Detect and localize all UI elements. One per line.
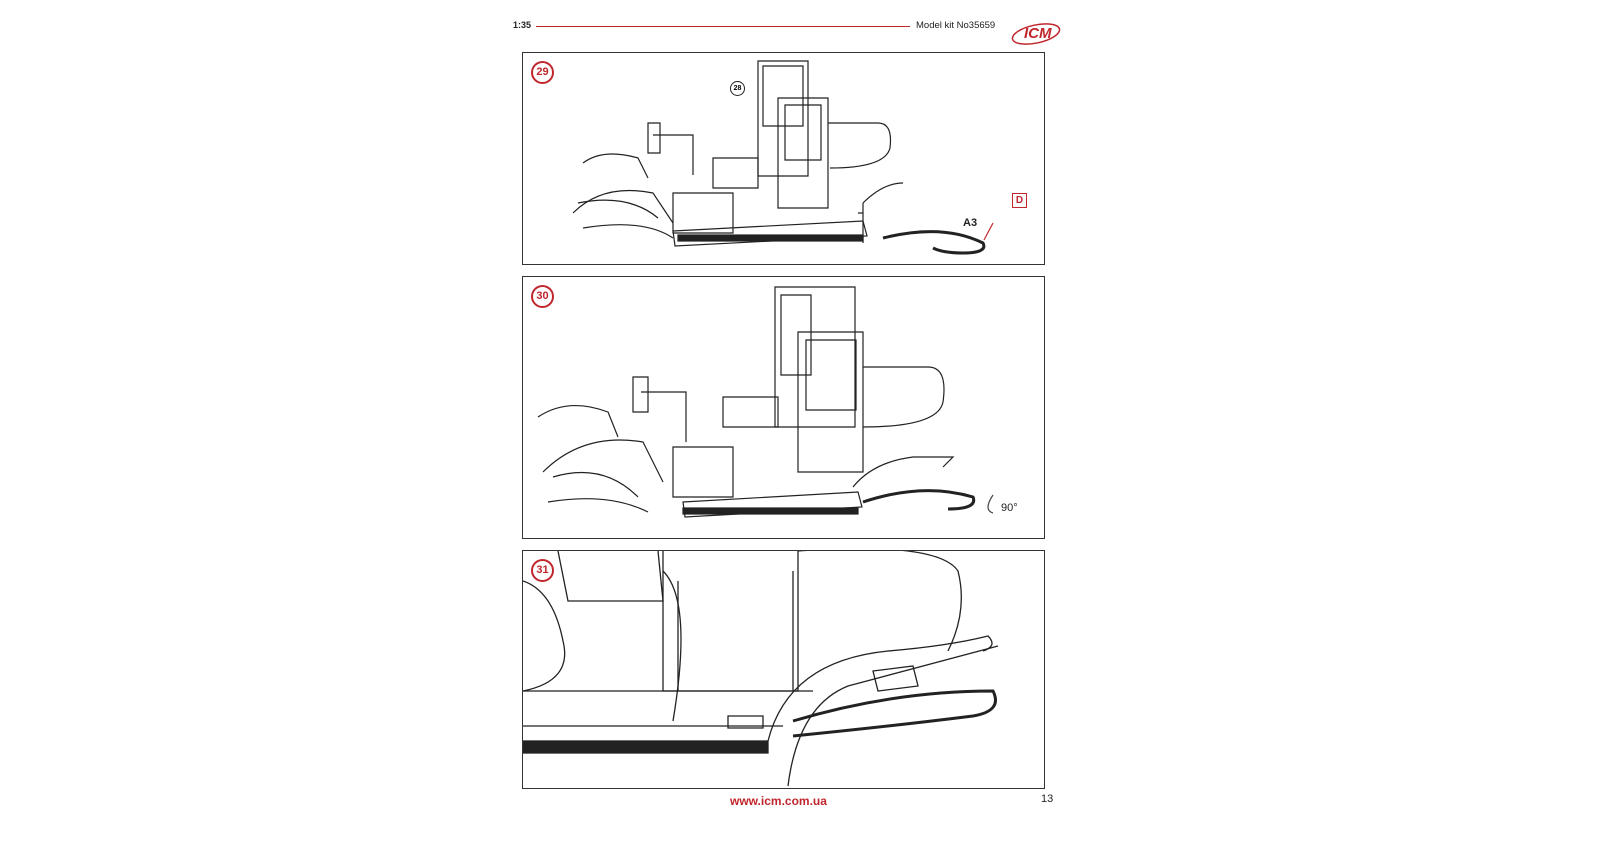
step-31-panel: 31: [522, 550, 1045, 789]
callout-d: D: [1012, 193, 1027, 208]
website-link[interactable]: www.icm.com.ua: [730, 794, 827, 808]
car-assembly-drawing: [572, 60, 994, 255]
model-kit-number: Model kit No35659: [916, 20, 996, 31]
step-number: 29: [531, 61, 554, 84]
reference-step: 28: [730, 81, 745, 96]
step-number: 30: [531, 285, 554, 308]
svg-text:ICM: ICM: [1024, 25, 1052, 42]
step-29-panel: 29 28 A3 D: [522, 52, 1045, 265]
car-assembly-drawing: [537, 286, 994, 518]
step-number: 31: [531, 559, 554, 582]
page-number: 13: [1041, 793, 1054, 805]
part-label-a3: A3: [963, 217, 978, 229]
rotation-label: 90°: [1001, 502, 1018, 514]
car-assembly-detail-drawing: [523, 551, 999, 787]
scale-label: 1:35: [513, 20, 532, 30]
step-30-panel: 30 90°: [522, 276, 1045, 539]
header-rule: [536, 26, 910, 27]
icm-logo: ICM: [1011, 23, 1061, 45]
